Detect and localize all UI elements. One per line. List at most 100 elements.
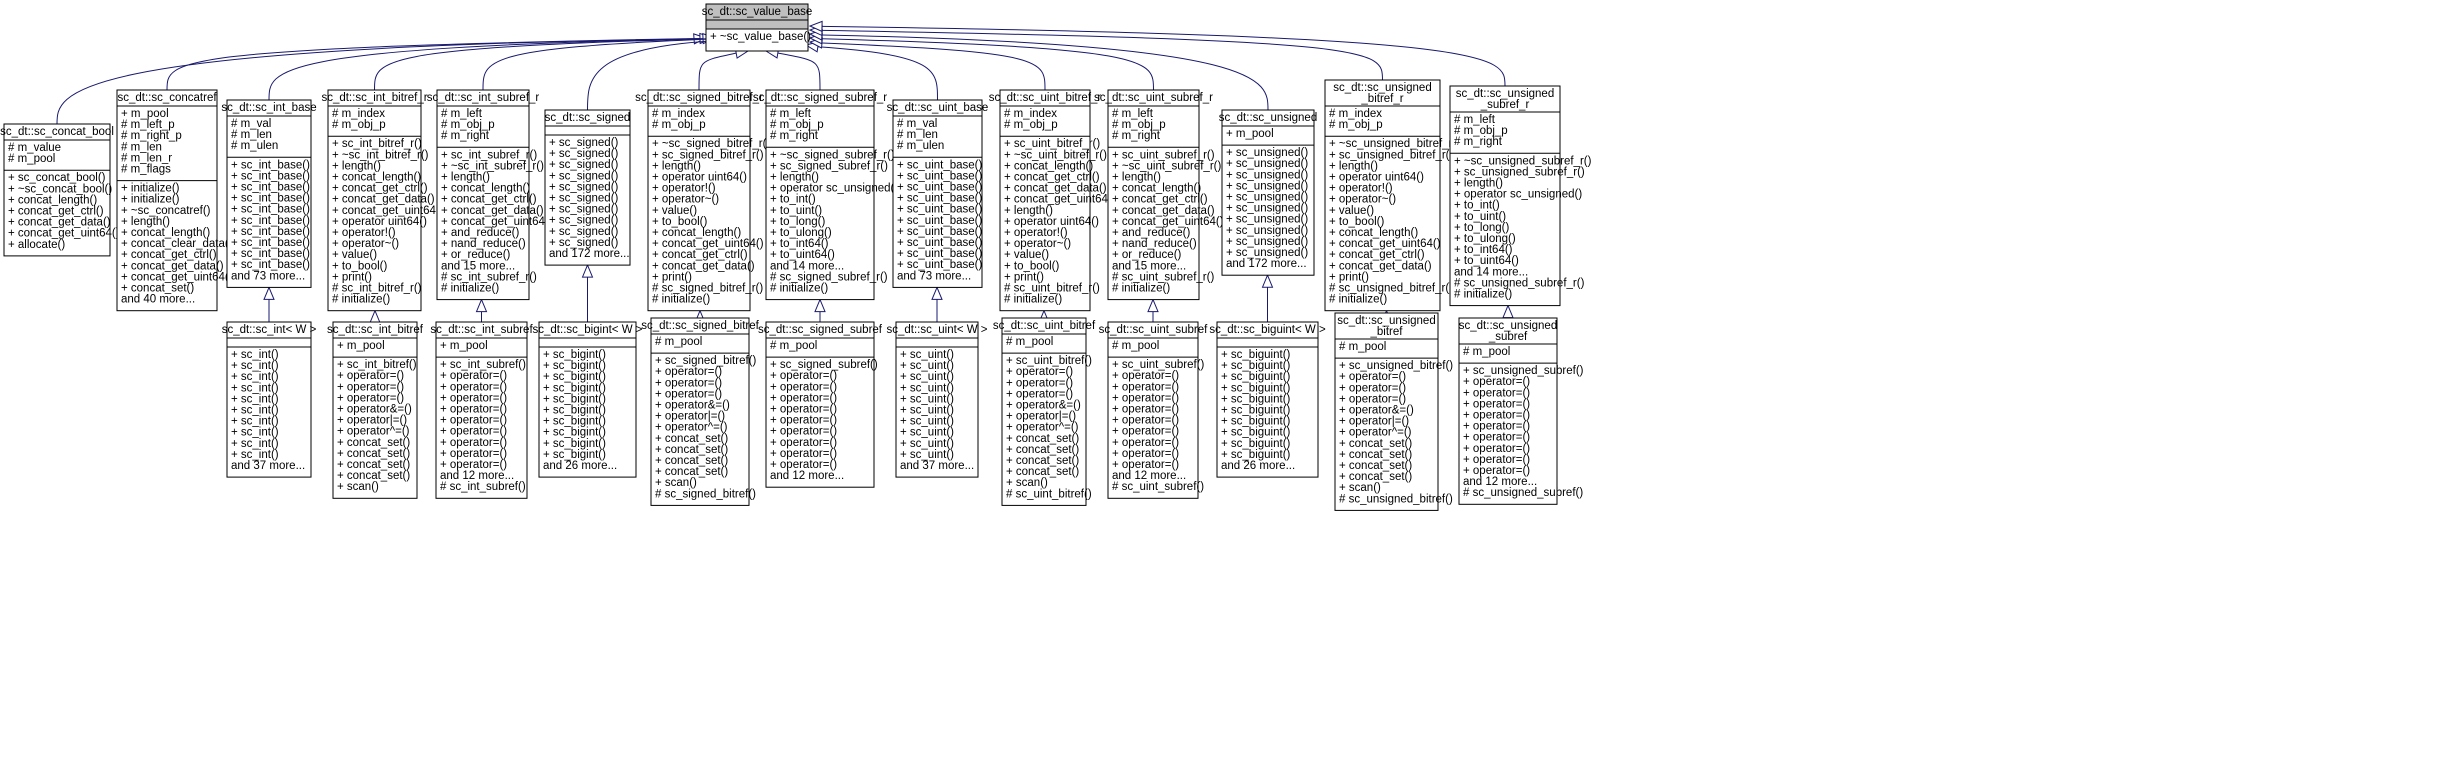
class-sc-uint-subref-r[interactable]: sc_dt::sc_uint_subref_r# m_left# m_obj_p… <box>1094 89 1224 301</box>
class-method: + sc_uint_subref_r() <box>1112 149 1215 161</box>
class-sc-int-base[interactable]: sc_dt::sc_int_base# m_val# m_len# m_ulen… <box>221 99 317 288</box>
class-method: + sc_unsigned_subref_r() <box>1454 166 1585 178</box>
class-title: sc_dt::sc_int_base <box>221 102 316 114</box>
class-sc-int-bitref-r[interactable]: sc_dt::sc_int_bitref_r# m_index# m_obj_p… <box>321 89 444 312</box>
class-method: + operator!() <box>652 183 716 195</box>
class-method: + operator=() <box>1112 459 1179 471</box>
class-attribute: # m_obj_p <box>332 119 386 131</box>
class-method: + sc_signed() <box>549 159 619 171</box>
class-sc-concat-bool[interactable]: sc_dt::sc_concat_bool# m_value# m_pool+ … <box>0 123 120 257</box>
class-box-frame <box>116 89 218 312</box>
class-method: + operator|=() <box>1006 411 1076 423</box>
class-method: + concat_set() <box>337 448 410 460</box>
class-method: + concat_get_data() <box>332 194 435 206</box>
class-title: sc_dt::sc_int_bitref_r <box>321 92 427 104</box>
class-sc-signed-bitref[interactable]: sc_dt::sc_signed_bitref# m_pool+ sc_sign… <box>641 317 760 506</box>
more-members-note: and 73 more... <box>231 270 305 282</box>
class-method: + sc_bigint() <box>543 382 606 394</box>
inheritance-edge <box>587 40 717 111</box>
class-sc-value-base[interactable]: sc_dt::sc_value_base+ ~sc_value_base() <box>702 3 813 52</box>
class-method: + operator^=() <box>1339 427 1412 439</box>
class-sc-int-subref-r[interactable]: sc_dt::sc_int_subref_r# m_left# m_obj_p#… <box>427 89 553 301</box>
class-title: sc_dt::sc_value_base <box>702 6 813 18</box>
class-sc-int-subref[interactable]: sc_dt::sc_int_subref+ m_pool+ sc_int_sub… <box>430 321 533 499</box>
class-sc-bigint-w[interactable]: sc_dt::sc_bigint< W >+ sc_bigint()+ sc_b… <box>533 321 643 478</box>
class-method: + operator=() <box>1463 465 1530 477</box>
inheritance-arrowhead <box>1502 304 1514 319</box>
class-method: + sc_int() <box>231 393 279 405</box>
class-title: _subref_r <box>1480 99 1530 111</box>
class-method: + sc_signed() <box>549 226 619 238</box>
class-method: + concat_length() <box>332 172 421 184</box>
class-sc-uint-w[interactable]: sc_dt::sc_uint< W >+ sc_uint()+ sc_uint(… <box>887 321 988 478</box>
more-members-note: and 12 more... <box>1463 476 1537 488</box>
class-method: + operator!() <box>332 227 396 239</box>
class-title: sc_dt::sc_unsigned <box>1337 315 1435 327</box>
class-method: + operator|=() <box>1339 416 1409 428</box>
class-sc-int-w[interactable]: sc_dt::sc_int< W >+ sc_int()+ sc_int()+ … <box>222 321 317 478</box>
class-method: + nand_reduce() <box>1112 238 1197 250</box>
class-sc-uint-bitref[interactable]: sc_dt::sc_uint_bitref# m_pool+ sc_uint_b… <box>993 317 1096 506</box>
class-sc-unsigned-bitref[interactable]: sc_dt::sc_unsigned_bitref# m_pool+ sc_un… <box>1334 312 1453 511</box>
class-method: + operator&=() <box>655 400 730 412</box>
class-title: sc_dt::sc_unsigned <box>1219 112 1317 124</box>
inheritance-edge <box>821 25 1506 87</box>
class-method: + sc_int() <box>231 371 279 383</box>
inheritance-arrowhead <box>1147 298 1159 313</box>
class-sc-uint-bitref-r[interactable]: sc_dt::sc_uint_bitref_r# m_index# m_obj_… <box>989 89 1116 312</box>
inheritance-edge <box>374 38 709 91</box>
class-sc-signed-subref-r[interactable]: sc_dt::sc_signed_subref_r# m_left# m_obj… <box>753 89 898 301</box>
class-method: + sc_bigint() <box>543 438 606 450</box>
class-method: + value() <box>652 205 697 217</box>
class-method: + sc_bigint() <box>543 449 606 461</box>
class-method: + sc_unsigned() <box>1226 158 1308 170</box>
class-sc-unsigned-bitref-r[interactable]: sc_dt::sc_unsigned_bitref_r# m_index# m_… <box>1324 79 1460 312</box>
class-title: sc_dt::sc_uint_base <box>887 102 989 114</box>
class-sc-signed[interactable]: sc_dt::sc_signed+ sc_signed()+ sc_signed… <box>544 109 631 266</box>
class-box-frame <box>435 321 528 499</box>
class-sc-concatref[interactable]: sc_dt::sc_concatref+ m_pool# m_left_p# m… <box>116 89 233 312</box>
class-method: + operator=() <box>1112 370 1179 382</box>
class-method: + sc_unsigned_bitref_r() <box>1329 149 1454 161</box>
class-method: + concat_set() <box>1339 449 1412 461</box>
class-attribute: # m_obj_p <box>441 119 495 131</box>
class-title: sc_dt::sc_uint_subref_r <box>1094 92 1213 104</box>
class-method: + sc_uint() <box>900 371 954 383</box>
class-method: # sc_unsigned_bitref_r() <box>1329 283 1453 295</box>
class-method: + operator=() <box>1463 443 1530 455</box>
class-box-frame <box>1324 79 1441 312</box>
class-method: + concat_set() <box>1339 460 1412 472</box>
class-sc-uint-subref[interactable]: sc_dt::sc_uint_subref# m_pool+ sc_uint_s… <box>1099 321 1208 499</box>
class-method: + sc_unsigned() <box>1226 214 1308 226</box>
class-method: + sc_unsigned() <box>1226 236 1308 248</box>
more-members-note: and 15 more... <box>1112 260 1186 272</box>
class-method: + sc_unsigned() <box>1226 180 1308 192</box>
class-method: + operator=() <box>440 381 507 393</box>
class-method: + sc_bigint() <box>543 393 606 405</box>
class-method: + concat_set() <box>655 433 728 445</box>
class-method: + to_int64() <box>1454 244 1513 256</box>
more-members-note: and 12 more... <box>1112 470 1186 482</box>
class-sc-int-bitref[interactable]: sc_dt::sc_int_bitref+ m_pool+ sc_int_bit… <box>327 321 424 499</box>
class-method: + concat_length() <box>8 194 97 206</box>
class-method: + nand_reduce() <box>441 238 526 250</box>
class-sc-signed-bitref-r[interactable]: sc_dt::sc_signed_bitref_r# m_index# m_ob… <box>635 89 770 312</box>
class-method: + sc_concat_bool() <box>8 172 106 184</box>
class-method: + operator=() <box>440 370 507 382</box>
class-sc-biguint-w[interactable]: sc_dt::sc_biguint< W >+ sc_biguint()+ sc… <box>1209 321 1326 478</box>
class-method: + sc_signed() <box>549 148 619 160</box>
class-sc-uint-base[interactable]: sc_dt::sc_uint_base# m_val# m_len# m_ule… <box>887 99 989 288</box>
class-sc-signed-subref[interactable]: sc_dt::sc_signed_subref# m_pool+ sc_sign… <box>758 321 883 488</box>
class-method: + concat_length() <box>1004 160 1093 172</box>
class-attribute: # m_len <box>897 129 938 141</box>
class-method: + operator=() <box>1463 387 1530 399</box>
class-method: + or_reduce() <box>441 249 511 261</box>
class-sc-unsigned-subref[interactable]: sc_dt::sc_unsigned_subref# m_pool+ sc_un… <box>1458 317 1584 505</box>
class-method: + operator^=() <box>1006 422 1079 434</box>
class-box-frame <box>1458 317 1558 505</box>
class-method: + concat_get_data() <box>1112 205 1215 217</box>
class-sc-unsigned-subref-r[interactable]: sc_dt::sc_unsigned_subref_r# m_left# m_o… <box>1449 85 1592 307</box>
class-method: + sc_uint_base() <box>897 170 983 182</box>
class-sc-unsigned[interactable]: sc_dt::sc_unsigned+ m_pool+ sc_unsigned(… <box>1219 109 1317 276</box>
class-method: + operator=() <box>1339 382 1406 394</box>
